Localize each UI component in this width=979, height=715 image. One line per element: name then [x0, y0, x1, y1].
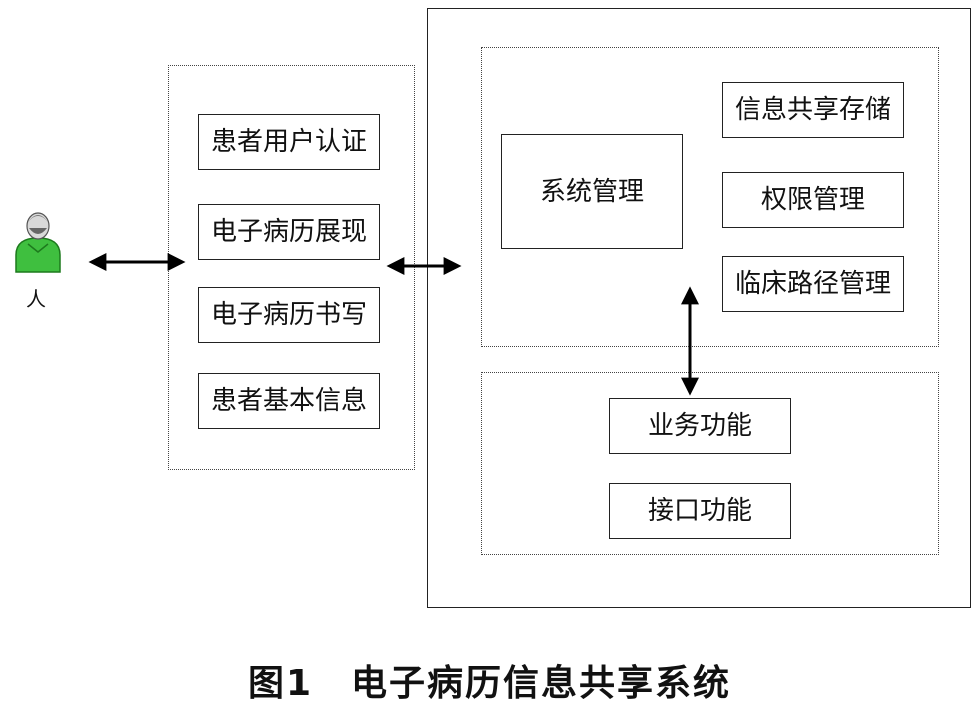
- figure-caption: 图1 电子病历信息共享系统: [247, 663, 732, 704]
- person-label: 人: [26, 287, 46, 311]
- emr-writing-box: 电子病历书写: [198, 287, 380, 343]
- person-icon: [15, 212, 61, 273]
- system-management-box: 系统管理: [501, 134, 683, 249]
- patient-info-box: 患者基本信息: [198, 373, 380, 429]
- permission-management-box: 权限管理: [722, 172, 904, 228]
- function-section: [481, 372, 939, 555]
- server-panel: [427, 8, 971, 608]
- emr-display-box: 电子病历展现: [198, 204, 380, 260]
- info-sharing-storage-box: 信息共享存储: [722, 82, 904, 138]
- patient-auth-box: 患者用户认证: [198, 114, 380, 170]
- business-function-box: 业务功能: [609, 398, 791, 454]
- interface-function-box: 接口功能: [609, 483, 791, 539]
- management-section: [481, 47, 939, 347]
- clinical-pathway-box: 临床路径管理: [722, 256, 904, 312]
